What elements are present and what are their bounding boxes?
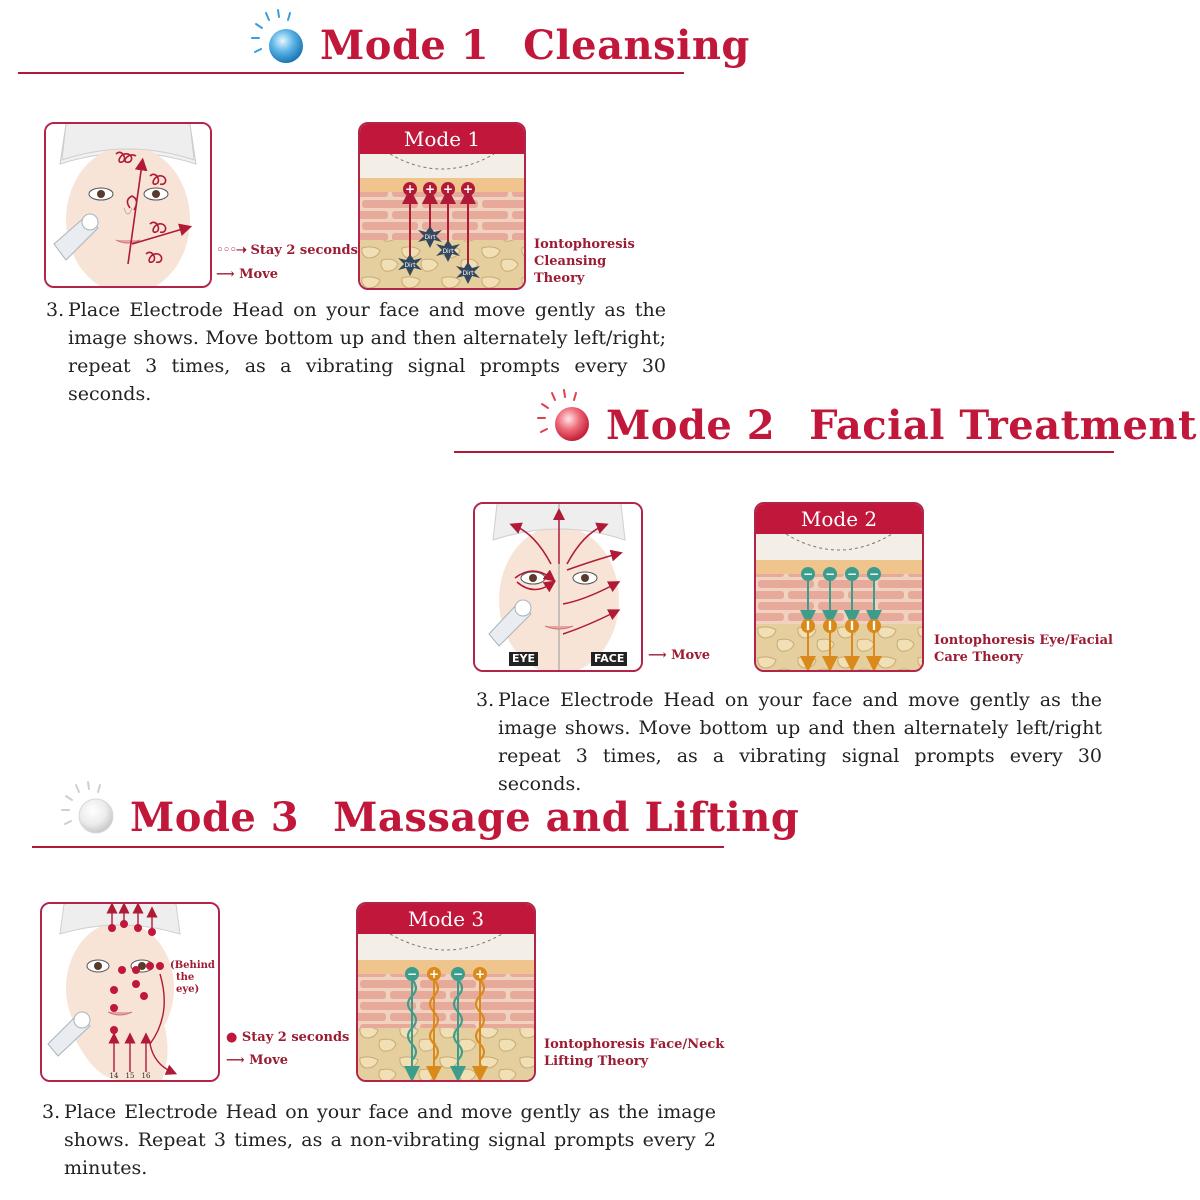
svg-text:16: 16: [142, 1072, 151, 1080]
mode3-divider: [32, 846, 724, 848]
mode2-title-number: Mode 2: [606, 402, 776, 449]
mode2-instruction: 3. Place Electrode Head on your face and…: [476, 689, 1102, 795]
mode3-title: Mode 3 Massage and Lifting: [130, 794, 799, 841]
svg-text:Dirt: Dirt: [442, 248, 454, 255]
svg-text:I: I: [806, 619, 810, 633]
mode2-face-label: FACE: [591, 652, 628, 666]
mode1-diagram: Mode 1 + + + + Dirt Dirt Dirt Dirt: [358, 122, 526, 290]
mode1-bulb-icon: [251, 9, 303, 63]
mode3-title-number: Mode 3: [130, 794, 300, 841]
stay-dots-icon: ◦◦◦➝: [216, 243, 247, 258]
mode3-legend-move: ⟶ Move: [226, 1053, 289, 1068]
mode1-diagram-header: Mode 1: [360, 124, 524, 154]
mode2-title: Mode 2 Facial Treatment: [606, 402, 1197, 449]
mode2-divider: [454, 451, 1114, 453]
mode3-behind-eye-label: (Behind the eye): [170, 960, 215, 995]
move-arrow-icon: ⟶: [648, 648, 667, 663]
mode3-theory-label: Iontophoresis Face/Neck Lifting Theory: [544, 1037, 725, 1069]
svg-text:−: −: [453, 967, 463, 981]
move-arrow-icon: ⟶: [216, 267, 235, 282]
mode1-theory-label: Iontophoresis Cleansing Theory: [534, 237, 635, 286]
mode2-diagram-header: Mode 2: [756, 504, 922, 534]
stay-dot-icon: ●: [226, 1030, 238, 1045]
svg-text:I: I: [872, 619, 876, 633]
svg-text:Dirt: Dirt: [424, 234, 436, 241]
svg-text:+: +: [429, 967, 439, 981]
svg-text:15: 15: [126, 1072, 135, 1080]
mode3-title-name: Massage and Lifting: [333, 794, 800, 841]
mode1-legend-stay: ◦◦◦➝ Stay 2 seconds: [216, 243, 358, 258]
mode1-title-name: Cleansing: [523, 22, 750, 69]
svg-text:−: −: [407, 967, 417, 981]
mode3-diagram-header: Mode 3: [358, 904, 534, 934]
svg-text:−: −: [869, 567, 879, 581]
mode1-title: Mode 1 Cleansing: [320, 22, 750, 69]
svg-text:I: I: [828, 619, 832, 633]
mode2-bulb-icon: [537, 389, 589, 441]
move-arrow-icon: ⟶: [226, 1053, 245, 1068]
mode1-title-number: Mode 1: [320, 22, 490, 69]
mode1-instruction: 3. Place Electrode Head on your face and…: [46, 299, 666, 405]
mode3-bulb-icon: [61, 781, 114, 834]
mode3-instruction: 3. Place Electrode Head on your face and…: [42, 1101, 716, 1179]
mode3-diagram: Mode 3 − + − +: [356, 902, 536, 1082]
svg-text:I: I: [850, 619, 854, 633]
svg-text:−: −: [847, 567, 857, 581]
svg-text:+: +: [463, 182, 473, 196]
svg-text:Dirt: Dirt: [462, 270, 474, 277]
svg-text:+: +: [443, 182, 453, 196]
mode2-legend-move: ⟶ Move: [648, 648, 711, 663]
mode2-face-illustration: EYE FACE: [473, 502, 643, 672]
mode1-face-illustration: [44, 122, 212, 288]
svg-text:−: −: [803, 567, 813, 581]
svg-text:−: −: [825, 567, 835, 581]
svg-text:14: 14: [110, 1072, 119, 1080]
mode3-legend-stay: ● Stay 2 seconds: [226, 1030, 350, 1045]
svg-text:+: +: [405, 182, 415, 196]
mode2-eye-label: EYE: [509, 652, 538, 666]
mode2-title-name: Facial Treatment: [809, 402, 1197, 449]
svg-text:+: +: [425, 182, 435, 196]
mode1-legend-move: ⟶ Move: [216, 267, 279, 282]
mode2-theory-label: Iontophoresis Eye/Facial Care Theory: [934, 633, 1113, 665]
svg-text:Dirt: Dirt: [404, 262, 416, 269]
svg-text:+: +: [475, 967, 485, 981]
mode1-divider: [18, 72, 684, 74]
mode3-face-illustration: 14 15 16 (Behind the eye): [40, 902, 220, 1082]
